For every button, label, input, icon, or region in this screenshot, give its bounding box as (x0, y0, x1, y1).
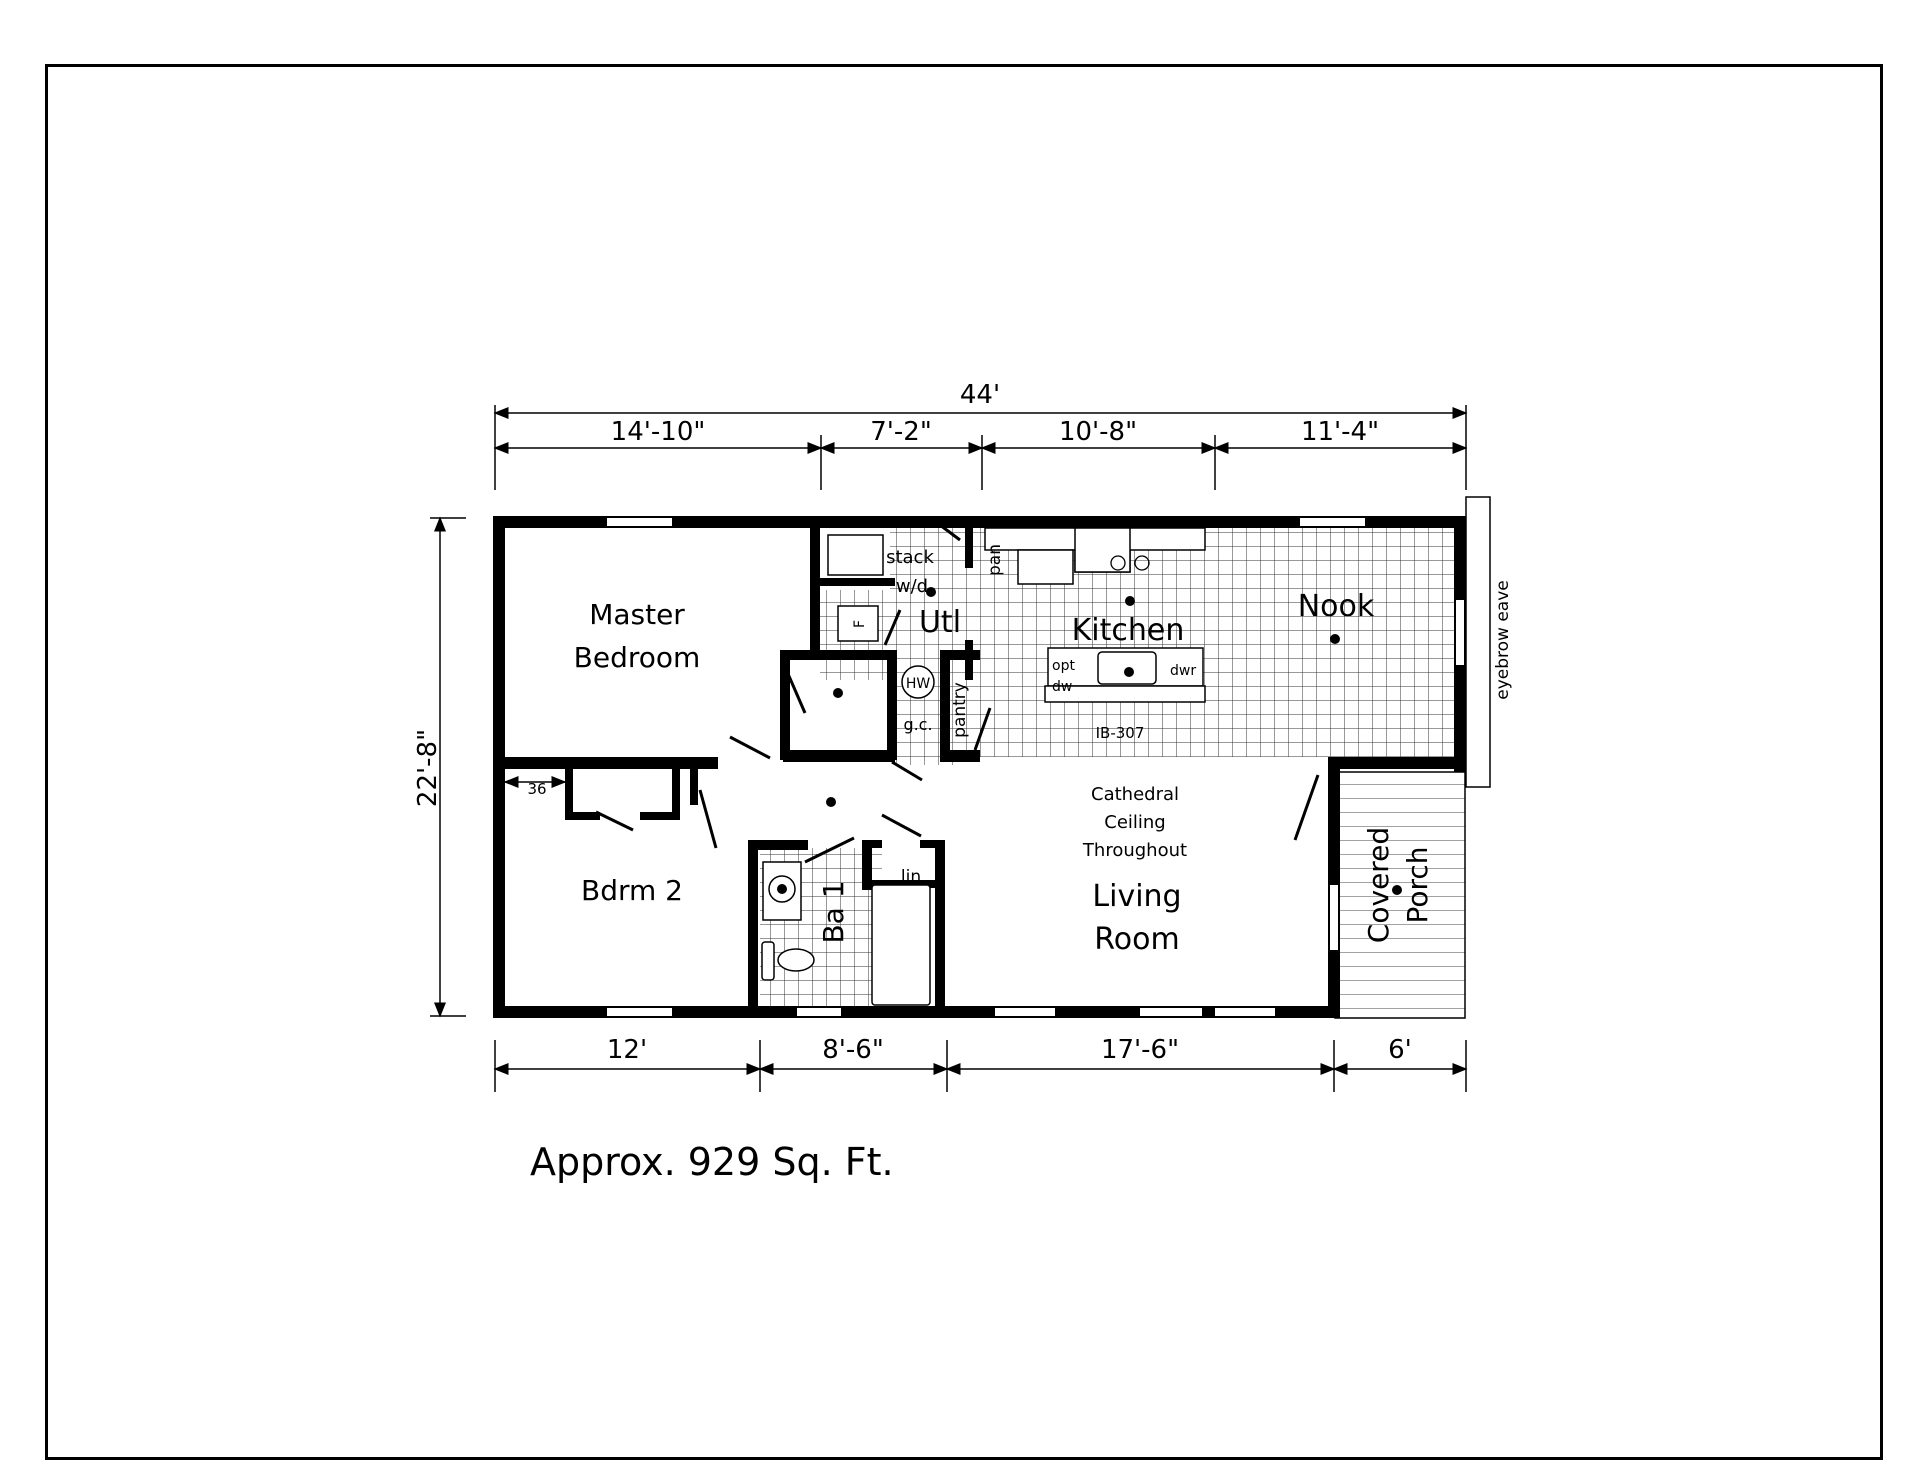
walls (493, 516, 1466, 1018)
label-master-bedroom-1: Master (589, 598, 685, 631)
ceiling-lights (777, 587, 1402, 895)
label-nook: Nook (1298, 589, 1375, 624)
label-porch: Porch (1401, 846, 1434, 923)
dim-bottom-2: 8'-6" (822, 1035, 884, 1065)
label-eyebrow-eave: eyebrow eave (1493, 580, 1513, 700)
dim-top-4: 11'-4" (1301, 417, 1379, 447)
dim-overall-width: 44' (960, 380, 1000, 410)
label-kitchen: Kitchen (1072, 613, 1185, 648)
dimension-lines (430, 405, 1468, 1092)
label-utility: Utl (919, 605, 961, 640)
sheet-border (45, 64, 1883, 1460)
label-dwr: dwr (1170, 663, 1196, 679)
eyebrow-eave (1465, 496, 1491, 788)
closet-width-label: 36 (527, 780, 546, 798)
label-ceiling-note-2: Ceiling (1104, 812, 1165, 833)
label-ceiling-note-1: Cathedral (1091, 784, 1179, 805)
dim-bottom-1: 12' (607, 1035, 647, 1065)
label-ceiling-note-3: Throughout (1082, 840, 1187, 861)
porch-deck (1335, 772, 1465, 1018)
label-covered: Covered (1362, 827, 1395, 943)
area-label: Approx. 929 Sq. Ft. (530, 1140, 894, 1184)
door-swings (595, 523, 1320, 864)
label-pan: pan (985, 544, 1005, 576)
label-bedroom2: Bdrm 2 (581, 874, 683, 907)
range-burners (1110, 555, 1150, 571)
label-water-heater: HW (906, 676, 931, 692)
label-master-bedroom-2: Bedroom (574, 641, 701, 674)
label-wd: w/d (896, 576, 928, 597)
bath-fixtures (761, 861, 931, 1006)
dim-top-1: 14'-10" (611, 417, 706, 447)
label-living-room-2: Room (1094, 922, 1179, 957)
label-stack: stack (886, 547, 934, 568)
label-pantry: pantry (950, 682, 970, 738)
label-gc: g.c. (903, 715, 932, 734)
dim-bottom-4: 6' (1388, 1035, 1412, 1065)
dim-top-2: 7'-2" (870, 417, 932, 447)
label-living-room-1: Living (1092, 879, 1181, 914)
windows (607, 518, 1464, 1016)
dim-top-3: 10'-8" (1059, 417, 1137, 447)
label-dw: dw (1052, 679, 1072, 695)
tile-floor (760, 525, 1456, 1006)
dim-overall-depth: 22'-8" (413, 729, 443, 807)
label-bath1: Ba 1 (817, 880, 850, 943)
label-linen: lin (901, 867, 921, 887)
label-island-code: IB-307 (1096, 724, 1145, 742)
label-furnace: F (852, 620, 868, 628)
label-opt: opt (1052, 658, 1075, 674)
kitchen-counters (827, 527, 1206, 703)
dim-bottom-3: 17'-6" (1101, 1035, 1179, 1065)
